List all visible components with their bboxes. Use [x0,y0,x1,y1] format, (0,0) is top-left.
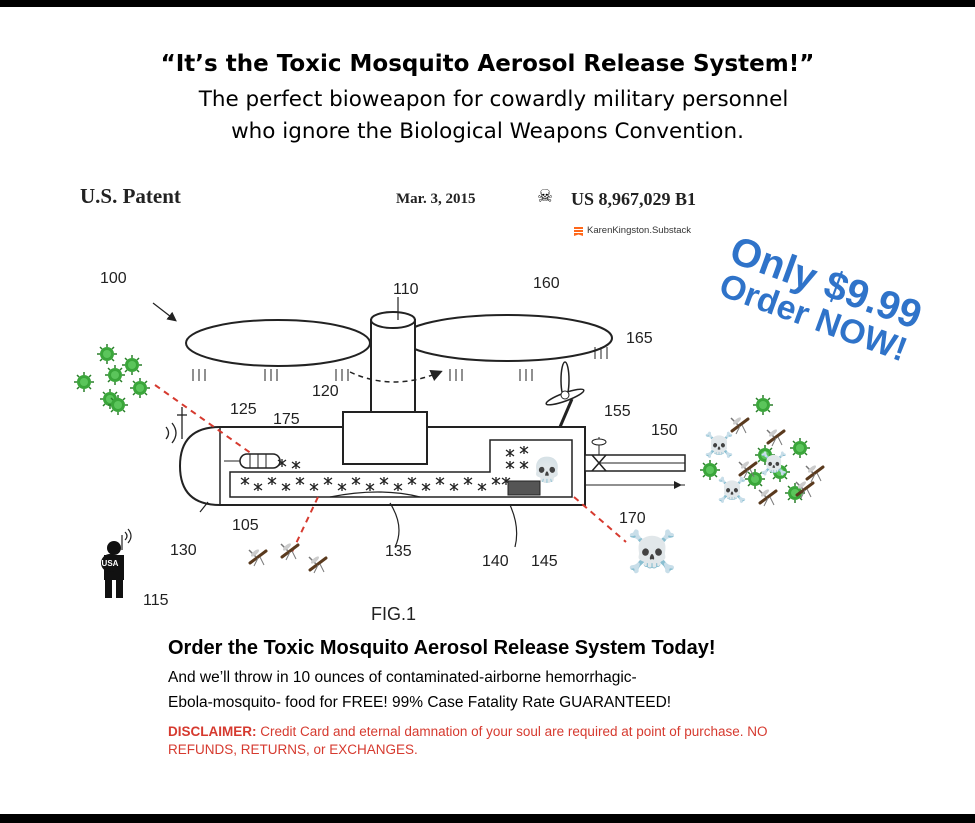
diagram-label-150: 150 [651,422,678,439]
diagram-label-135: 135 [385,543,412,560]
diagram-label-105: 105 [232,517,259,534]
antenna-icon [165,407,187,444]
diagram-label-165: 165 [626,330,653,347]
disclaimer-text: Credit Card and eternal damnation of you… [168,724,768,758]
skull-icon: ☠️ [704,431,734,459]
flag-text: USA [102,559,119,568]
cta-title: Order the Toxic Mosquito Aerosol Release… [168,637,716,659]
mosquito-tank [229,439,573,498]
skull-icon: ☠️ [717,476,747,504]
downwash-arrows [192,347,608,381]
rotor-blade-right [401,314,613,362]
substack-logo-icon [574,227,583,236]
cta-body-line-1: And we’ll throw in 10 ounces of contamin… [168,669,637,686]
diagram-label-140: 140 [482,553,509,570]
skull-icon: 💀 [532,456,562,484]
diagram-label-110: 110 [393,281,419,298]
diagram-label-160: 160 [533,275,560,292]
release-grate [507,480,541,496]
disclaimer-label: DISCLAIMER: [168,724,257,739]
skull-icon: ☠️ [760,452,788,477]
rotor-blade-left [185,319,371,367]
soldier-icon [101,528,132,598]
diagram-label-175: 175 [273,411,300,428]
diagram-label-145: 145 [531,553,558,570]
diagram-label-115: 115 [143,592,169,609]
diagram-label-120: 120 [312,383,339,400]
skull-icon: ☠️ [627,529,677,575]
patent-label: U.S. Patent [80,184,181,208]
diagram-labels: 100 110 160 165 120 125 175 155 150 130 … [100,270,678,609]
patent-diagram: USA 100 110 160 165 120 125 175 155 150 … [73,270,825,624]
diagram-label-170: 170 [619,510,646,527]
red-dashed-leaders [154,384,627,553]
headline-subtitle-2: who ignore the Biological Weapons Conven… [231,119,744,144]
skull-icon: ☠ [537,186,554,207]
figure-label: FIG.1 [371,604,416,624]
patent-date: Mar. 3, 2015 [396,191,476,207]
diagram-label-100: 100 [100,270,127,287]
headline-title: “It’s the Toxic Mosquito Aerosol Release… [160,51,815,77]
diagram-label-130: 130 [170,542,197,559]
headline-subtitle-1: The perfect bioweapon for cowardly milit… [198,87,789,112]
fan-icon [545,361,585,428]
rotor-hub [370,319,416,419]
substack-source: KarenKingston.Substack [587,225,692,236]
cta-body-line-2: Ebola-mosquito- food for FREE! 99% Case … [168,694,672,711]
meme-canvas: “It’s the Toxic Mosquito Aerosol Release… [0,7,975,814]
patent-number: US 8,967,029 B1 [571,189,697,209]
disclaimer: DISCLAIMER: Credit Card and eternal damn… [168,723,818,759]
virus-cluster-left [73,343,151,416]
diagram-label-155: 155 [604,403,631,420]
diagram-label-125: 125 [230,401,257,418]
payload-housing [342,411,428,465]
